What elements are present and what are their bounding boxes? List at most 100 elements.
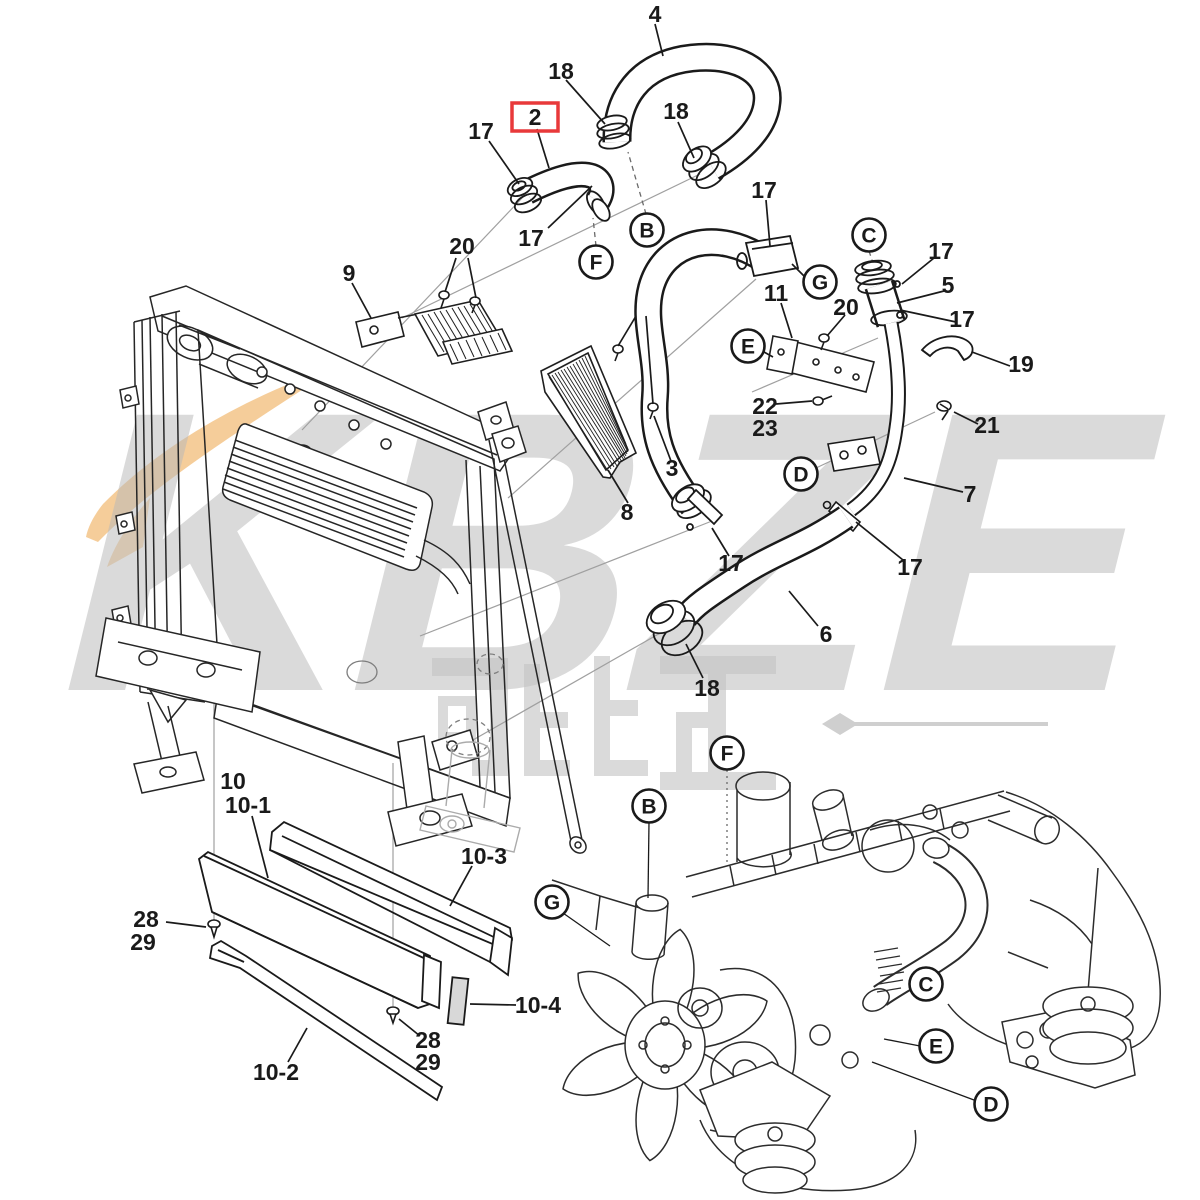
callout-circle-B bbox=[629, 212, 665, 248]
callout-B-7: B bbox=[631, 788, 667, 824]
pipe-bracket-d bbox=[827, 436, 881, 472]
part-label-29-32: 29 bbox=[415, 1049, 441, 1075]
hose-3 bbox=[634, 228, 800, 531]
callout-circle-D bbox=[973, 1086, 1009, 1122]
callout-circle-C bbox=[851, 217, 887, 253]
part-label-8-19: 8 bbox=[621, 499, 634, 525]
seal-strip-10-1 bbox=[197, 850, 442, 1010]
part-label-10-2-33: 10-2 bbox=[253, 1059, 299, 1085]
stay-rod bbox=[477, 401, 587, 854]
engine-mount-rear bbox=[1001, 986, 1136, 1089]
part-label-17-21: 17 bbox=[718, 550, 744, 576]
part-label-28-31: 28 bbox=[415, 1027, 441, 1053]
part-label-10-1-26: 10-1 bbox=[225, 792, 271, 818]
callout-letter-B: B bbox=[639, 220, 654, 243]
screws bbox=[207, 290, 952, 1026]
screw-20-a bbox=[438, 290, 450, 309]
callout-G-2: G bbox=[802, 264, 838, 300]
part-label-20-12: 20 bbox=[449, 233, 475, 259]
engine-mount-front bbox=[699, 1061, 832, 1194]
watermark-orange-swoosh-small bbox=[107, 498, 150, 567]
engine-assembly bbox=[551, 771, 1161, 1194]
callout-letter-C: C bbox=[918, 974, 933, 997]
callout-E-4: E bbox=[730, 328, 766, 364]
callout-letter-D: D bbox=[793, 464, 808, 487]
hose-6 bbox=[645, 506, 854, 657]
callout-letter-F: F bbox=[590, 252, 603, 275]
callout-letter-G: G bbox=[544, 892, 560, 915]
oil-cooler bbox=[221, 423, 471, 595]
part-label-10-3-27: 10-3 bbox=[461, 843, 507, 869]
part-label-17-5: 17 bbox=[518, 225, 544, 251]
watermark-arrow bbox=[822, 713, 1048, 735]
part-label-17-6: 17 bbox=[751, 177, 777, 203]
part-label-23-17: 23 bbox=[752, 415, 778, 441]
callout-C-9: C bbox=[908, 966, 944, 1002]
part-label-10-4-30: 10-4 bbox=[515, 992, 561, 1018]
engine-foot-faded bbox=[419, 741, 521, 853]
part-label-17-4: 17 bbox=[468, 118, 494, 144]
hose-2 bbox=[506, 161, 615, 222]
part-label-28-28: 28 bbox=[133, 906, 159, 932]
part-label-17-9: 17 bbox=[949, 306, 975, 332]
screw-20-b bbox=[469, 296, 481, 314]
callout-F-1: F bbox=[578, 244, 614, 280]
part-label-18-2: 18 bbox=[663, 98, 689, 124]
callout-D-5: D bbox=[783, 456, 819, 492]
part-label-2-3: 2 bbox=[529, 104, 542, 130]
seal-strips bbox=[197, 820, 513, 1102]
part-label-17-22: 17 bbox=[897, 554, 923, 580]
bolt-21 bbox=[936, 400, 952, 421]
callout-circle-E bbox=[918, 1028, 954, 1064]
radiator-assembly bbox=[95, 285, 587, 854]
part-label-7-20: 7 bbox=[964, 481, 977, 507]
screw-22 bbox=[812, 395, 833, 406]
callout-F-6: F bbox=[709, 735, 745, 771]
bracket-11 bbox=[766, 335, 875, 393]
callout-E-10: E bbox=[918, 1028, 954, 1064]
part-label-9-13: 9 bbox=[343, 260, 356, 286]
strip-10-2 bbox=[208, 939, 444, 1102]
radiator-foot-left bbox=[95, 617, 261, 794]
side-tabs bbox=[111, 385, 140, 629]
part-label-3-18: 3 bbox=[666, 455, 679, 481]
part-label-29-29: 29 bbox=[130, 929, 156, 955]
callout-circle-F bbox=[578, 244, 614, 280]
callout-C-3: C bbox=[851, 217, 887, 253]
pad-10-4 bbox=[446, 976, 470, 1026]
turbo-duct bbox=[862, 837, 989, 1012]
clip-28-right bbox=[386, 1006, 400, 1026]
callout-circle-B bbox=[631, 788, 667, 824]
callout-circle-C bbox=[908, 966, 944, 1002]
part-label-18-24: 18 bbox=[694, 675, 720, 701]
radiator-ports bbox=[346, 653, 504, 756]
callout-letter-D: D bbox=[983, 1094, 998, 1117]
callout-circle-G bbox=[534, 884, 570, 920]
watermark-orange-swoosh bbox=[86, 364, 342, 542]
part-label-21-11: 21 bbox=[974, 412, 1000, 438]
part-label-17-7: 17 bbox=[928, 238, 954, 264]
hose-4 bbox=[596, 42, 782, 190]
callout-letter-F: F bbox=[721, 743, 734, 766]
callout-B-0: B bbox=[629, 212, 665, 248]
callout-letter-B: B bbox=[641, 796, 656, 819]
callout-G-8: G bbox=[534, 884, 570, 920]
callout-letter-E: E bbox=[929, 1036, 943, 1059]
bracket-9 bbox=[355, 299, 514, 365]
callout-circle-F bbox=[709, 735, 745, 771]
callout-circle-D bbox=[783, 456, 819, 492]
hose-5 bbox=[854, 259, 908, 328]
filler-tank bbox=[166, 324, 268, 389]
part-label-22-16: 22 bbox=[752, 393, 778, 419]
leader-lines bbox=[165, 23, 1011, 1101]
hook-19 bbox=[920, 335, 974, 362]
radiator-foot-right bbox=[387, 729, 479, 847]
part-label-11-14: 11 bbox=[764, 280, 789, 306]
callout-circle-E bbox=[730, 328, 766, 364]
part-label-5-8: 5 bbox=[942, 272, 955, 298]
part-label-10-25: 10 bbox=[220, 768, 246, 794]
